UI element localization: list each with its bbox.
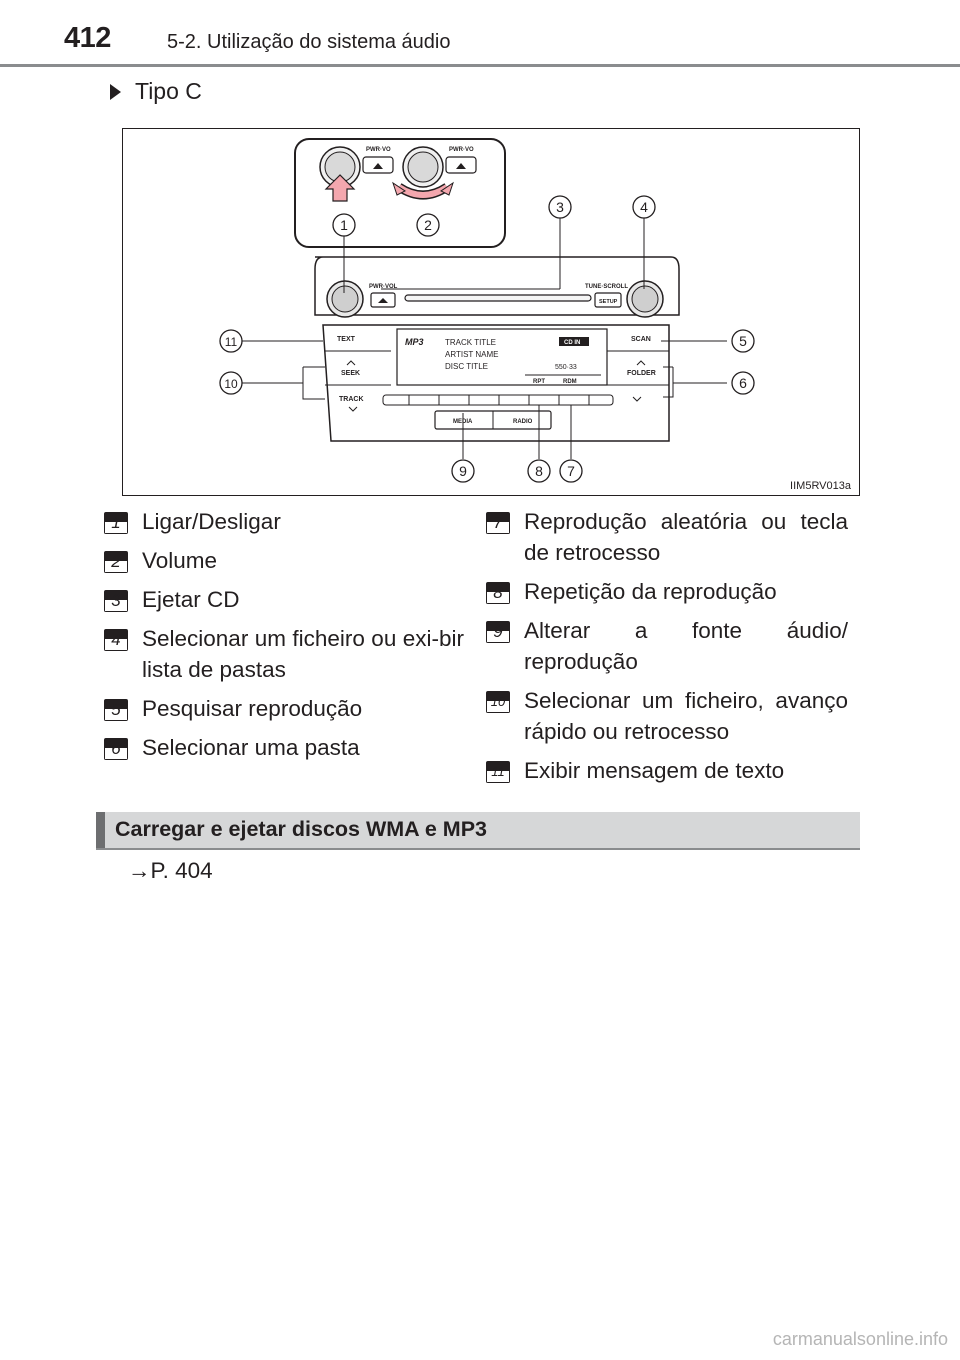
callout-1: 1 xyxy=(340,217,348,233)
inset-label-pwr-vo-2: PWR·VO xyxy=(449,147,474,153)
legend-item: 6 Selecionar uma pasta xyxy=(104,732,464,763)
setup-label: SETUP xyxy=(599,299,618,305)
display-mp3: MP3 xyxy=(405,337,424,347)
page-header: 412 5-2. Utilização do sistema áudio xyxy=(0,0,960,68)
display-rpt: RPT xyxy=(533,379,545,385)
legend-item: 1 Ligar/Desligar xyxy=(104,506,464,537)
folder-button-label: FOLDER xyxy=(627,370,656,377)
display-time: 550·33 xyxy=(555,364,577,371)
audio-unit-figure: PWR·VO PWR·VO SETUP PWR·VOL TUNE·SCROLL … xyxy=(122,128,860,496)
page-number: 412 xyxy=(64,22,111,54)
seek-button-label: SEEK xyxy=(341,370,360,377)
callout-11: 11 xyxy=(225,335,238,349)
legend-text: Exibir mensagem de texto xyxy=(524,758,785,783)
legend-item: 7 Reprodução aleatória ou tecla de retro… xyxy=(486,506,848,568)
number-badge: 6 xyxy=(104,738,128,760)
press-arrow-icon xyxy=(324,174,356,202)
callout-7: 7 xyxy=(567,463,575,479)
number-badge: 9 xyxy=(486,621,510,643)
scan-button-label: SCAN xyxy=(631,336,651,343)
display-disc-title: DISC TITLE xyxy=(445,362,488,371)
eject-icon xyxy=(373,163,466,169)
pwr-vol-label: PWR·VOL xyxy=(369,284,398,290)
cd-slot xyxy=(404,294,592,302)
section-bar: Carregar e ejetar discos WMA e MP3 xyxy=(96,812,860,850)
track-button-label: TRACK xyxy=(339,396,364,403)
display-artist-name: ARTIST NAME xyxy=(445,350,499,359)
number-badge: 4 xyxy=(104,629,128,651)
legend-text: Pesquisar reprodução xyxy=(142,696,363,721)
number-badge: 8 xyxy=(486,582,510,604)
callout-10: 10 xyxy=(224,377,238,391)
legend-text: Selecionar uma pasta xyxy=(142,735,360,760)
number-badge: 5 xyxy=(104,699,128,721)
legend-item: 10 Selecionar um ficheiro, avanço rápido… xyxy=(486,685,848,747)
subheading-text: Tipo C xyxy=(135,78,202,104)
setup-button xyxy=(594,292,622,308)
legend-text: Ligar/Desligar xyxy=(142,509,281,534)
audio-unit-illustration: PWR·VO PWR·VO SETUP PWR·VOL TUNE·SCROLL … xyxy=(219,138,755,483)
callout-3: 3 xyxy=(556,199,564,215)
legend-item: 3 Ejetar CD xyxy=(104,584,464,615)
number-badge: 7 xyxy=(486,512,510,534)
subheading: Tipo C xyxy=(110,78,202,105)
section-bar-rule xyxy=(96,848,860,850)
legend-item: 4 Selecionar um ficheiro ou exi-bir list… xyxy=(104,623,464,685)
display-cd-in: CD IN xyxy=(564,340,580,346)
number-badge: 1 xyxy=(104,512,128,534)
section-bar-accent xyxy=(96,812,105,848)
callout-4: 4 xyxy=(640,199,648,215)
number-badge: 3 xyxy=(104,590,128,612)
legend-text: Volume xyxy=(142,548,218,573)
legend-item: 5 Pesquisar reprodução xyxy=(104,693,464,724)
callout-5: 5 xyxy=(739,333,747,349)
legend-item: 2 Volume xyxy=(104,545,464,576)
eject-icon-main xyxy=(378,298,388,303)
watermark: carmanualsonline.info xyxy=(772,1329,948,1349)
section-bar-title: Carregar e ejetar discos WMA e MP3 xyxy=(115,817,488,841)
preset-row xyxy=(382,394,614,406)
legend-item: 8 Repetição da reprodução xyxy=(486,576,848,607)
legend-item: 11 Exibir mensagem de texto xyxy=(486,755,848,786)
callout-2: 2 xyxy=(424,217,432,233)
callout-8: 8 xyxy=(535,463,543,479)
page-reference-link[interactable]: →P. 404 xyxy=(128,858,213,883)
header-rule xyxy=(0,64,960,67)
radio-label: RADIO xyxy=(513,419,533,425)
figure-code: IIM5RV013a xyxy=(790,480,851,492)
legend-left: 1 Ligar/Desligar 2 Volume 3 Ejetar CD 4 … xyxy=(104,506,464,771)
number-badge: 2 xyxy=(104,551,128,573)
legend-text: Ejetar CD xyxy=(142,587,240,612)
section-title: 5-2. Utilização do sistema áudio xyxy=(167,31,451,53)
callout-9: 9 xyxy=(459,463,467,479)
display-track-title: TRACK TITLE xyxy=(445,338,496,347)
triangle-bullet-icon xyxy=(110,84,121,100)
display-rdm: RDM xyxy=(563,379,577,385)
legend-text: Repetição da reprodução xyxy=(524,579,777,604)
callout-6: 6 xyxy=(739,375,747,391)
legend-text: Selecionar um ficheiro, avanço rápido ou… xyxy=(524,688,848,744)
legend-text: Alterar a fonte áudio/ reprodução xyxy=(524,618,848,674)
tune-scroll-label: TUNE·SCROLL xyxy=(585,284,628,290)
inset-label-pwr-vo-1: PWR·VO xyxy=(366,147,391,153)
number-badge: 10 xyxy=(486,691,510,713)
eject-button xyxy=(370,292,396,308)
callout-markers xyxy=(219,195,755,483)
legend-item: 9 Alterar a fonte áudio/ reprodução xyxy=(486,615,848,677)
number-badge: 11 xyxy=(486,761,510,783)
legend-text: Reprodução aleatória ou tecla de retroce… xyxy=(524,509,848,565)
legend-text: Selecionar um ficheiro ou exi-bir lista … xyxy=(142,626,464,682)
legend-right: 7 Reprodução aleatória ou tecla de retro… xyxy=(486,506,848,794)
text-button-label: TEXT xyxy=(337,336,356,343)
